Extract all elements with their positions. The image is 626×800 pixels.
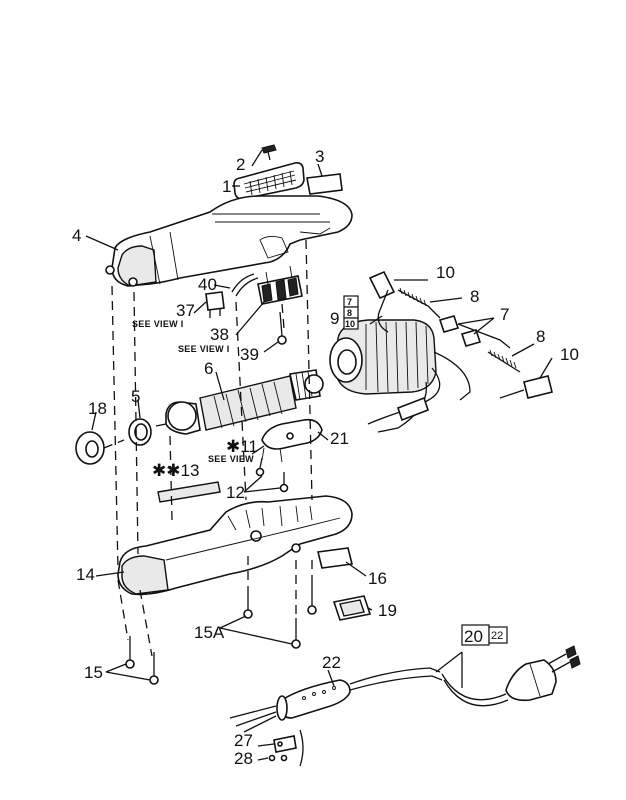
assembly-lines xyxy=(103,239,313,657)
label-8-top: 8 xyxy=(470,287,479,306)
label-37: 37 xyxy=(176,301,195,320)
label-15: 15 xyxy=(84,663,103,682)
label-14: 14 xyxy=(76,565,95,584)
part-10-brush-holder-top xyxy=(368,270,396,333)
bracket-27-28 xyxy=(299,729,304,767)
box-20-22 xyxy=(461,624,508,646)
box-9-stack xyxy=(343,295,359,330)
label-10-top: 10 xyxy=(436,263,455,282)
part-28-screws xyxy=(268,754,288,762)
part-7-brush-a xyxy=(438,315,460,333)
part-12-screw-a xyxy=(255,457,265,477)
part-8-spring-top xyxy=(397,287,429,307)
see-view-37: SEE VIEW I xyxy=(132,319,184,329)
part-19-switch-button xyxy=(332,595,372,621)
part-8-spring-bottom xyxy=(487,349,521,373)
plug xyxy=(505,645,581,702)
part-40-clip xyxy=(231,273,259,297)
part-6-armature xyxy=(155,369,324,435)
label-5: 5 xyxy=(131,387,140,406)
label-15a: 15A xyxy=(194,623,225,642)
part-20-power-cord xyxy=(349,667,509,707)
part-15-screw-b xyxy=(149,652,159,685)
label-7: 7 xyxy=(500,305,509,324)
part-5-ring xyxy=(128,418,152,446)
part-37-switch xyxy=(205,291,225,318)
label-6: 6 xyxy=(204,359,213,378)
part-10-brush-holder-bottom xyxy=(499,375,553,399)
leader-lines xyxy=(85,149,553,761)
part-21-bracket xyxy=(261,418,323,463)
part-15a-screw-b xyxy=(291,618,301,649)
label-40: 40 xyxy=(198,275,217,294)
part-7-brush-b xyxy=(460,329,482,347)
label-22: 22 xyxy=(322,653,341,672)
label-13: ✱✱13 xyxy=(152,461,199,480)
label-9: 9 xyxy=(330,309,339,328)
part-1-nameplate xyxy=(233,162,305,200)
label-1: 1 xyxy=(222,177,231,196)
part-13-plate xyxy=(157,481,221,503)
label-20: 20 xyxy=(464,627,483,646)
part-2-screw xyxy=(261,144,277,161)
label-19: 19 xyxy=(378,601,397,620)
box-label-7: 7 xyxy=(347,297,352,307)
label-21: 21 xyxy=(330,429,349,448)
part-9-field-coil xyxy=(329,319,471,433)
part-15a-screw-c xyxy=(307,584,317,615)
label-10-bottom: 10 xyxy=(560,345,579,364)
box-label-10: 10 xyxy=(345,319,355,329)
part-39-screw xyxy=(277,311,287,345)
part-18-washer xyxy=(75,431,105,465)
part-4-upper-housing xyxy=(105,195,353,287)
part-3-label xyxy=(306,173,343,195)
label-18: 18 xyxy=(88,399,107,418)
part-38-connector xyxy=(257,265,303,305)
see-view-11: SEE VIEW xyxy=(208,454,254,464)
label-3: 3 xyxy=(315,147,324,166)
part-16-label xyxy=(317,547,353,569)
part-22-cord-sleeve xyxy=(229,679,351,733)
label-8-bottom: 8 xyxy=(536,327,545,346)
part-15-screw-a xyxy=(125,636,135,669)
label-39: 39 xyxy=(240,345,259,364)
label-2: 2 xyxy=(236,155,245,174)
label-16: 16 xyxy=(368,569,387,588)
label-4: 4 xyxy=(72,226,81,245)
part-27-strain-relief xyxy=(273,735,297,753)
label-12: 12 xyxy=(226,483,245,502)
label-11: ✱11 xyxy=(226,437,258,456)
box-label-22: 22 xyxy=(491,630,503,642)
label-28: 28 xyxy=(234,749,253,768)
label-27: 27 xyxy=(234,731,253,750)
part-12-screw-b xyxy=(279,472,289,493)
see-view-38: SEE VIEW I xyxy=(178,344,230,354)
label-38: 38 xyxy=(210,325,229,344)
box-label-8: 8 xyxy=(347,308,352,318)
part-15a-screw-a xyxy=(243,586,253,619)
part-14-lower-housing xyxy=(117,495,353,596)
